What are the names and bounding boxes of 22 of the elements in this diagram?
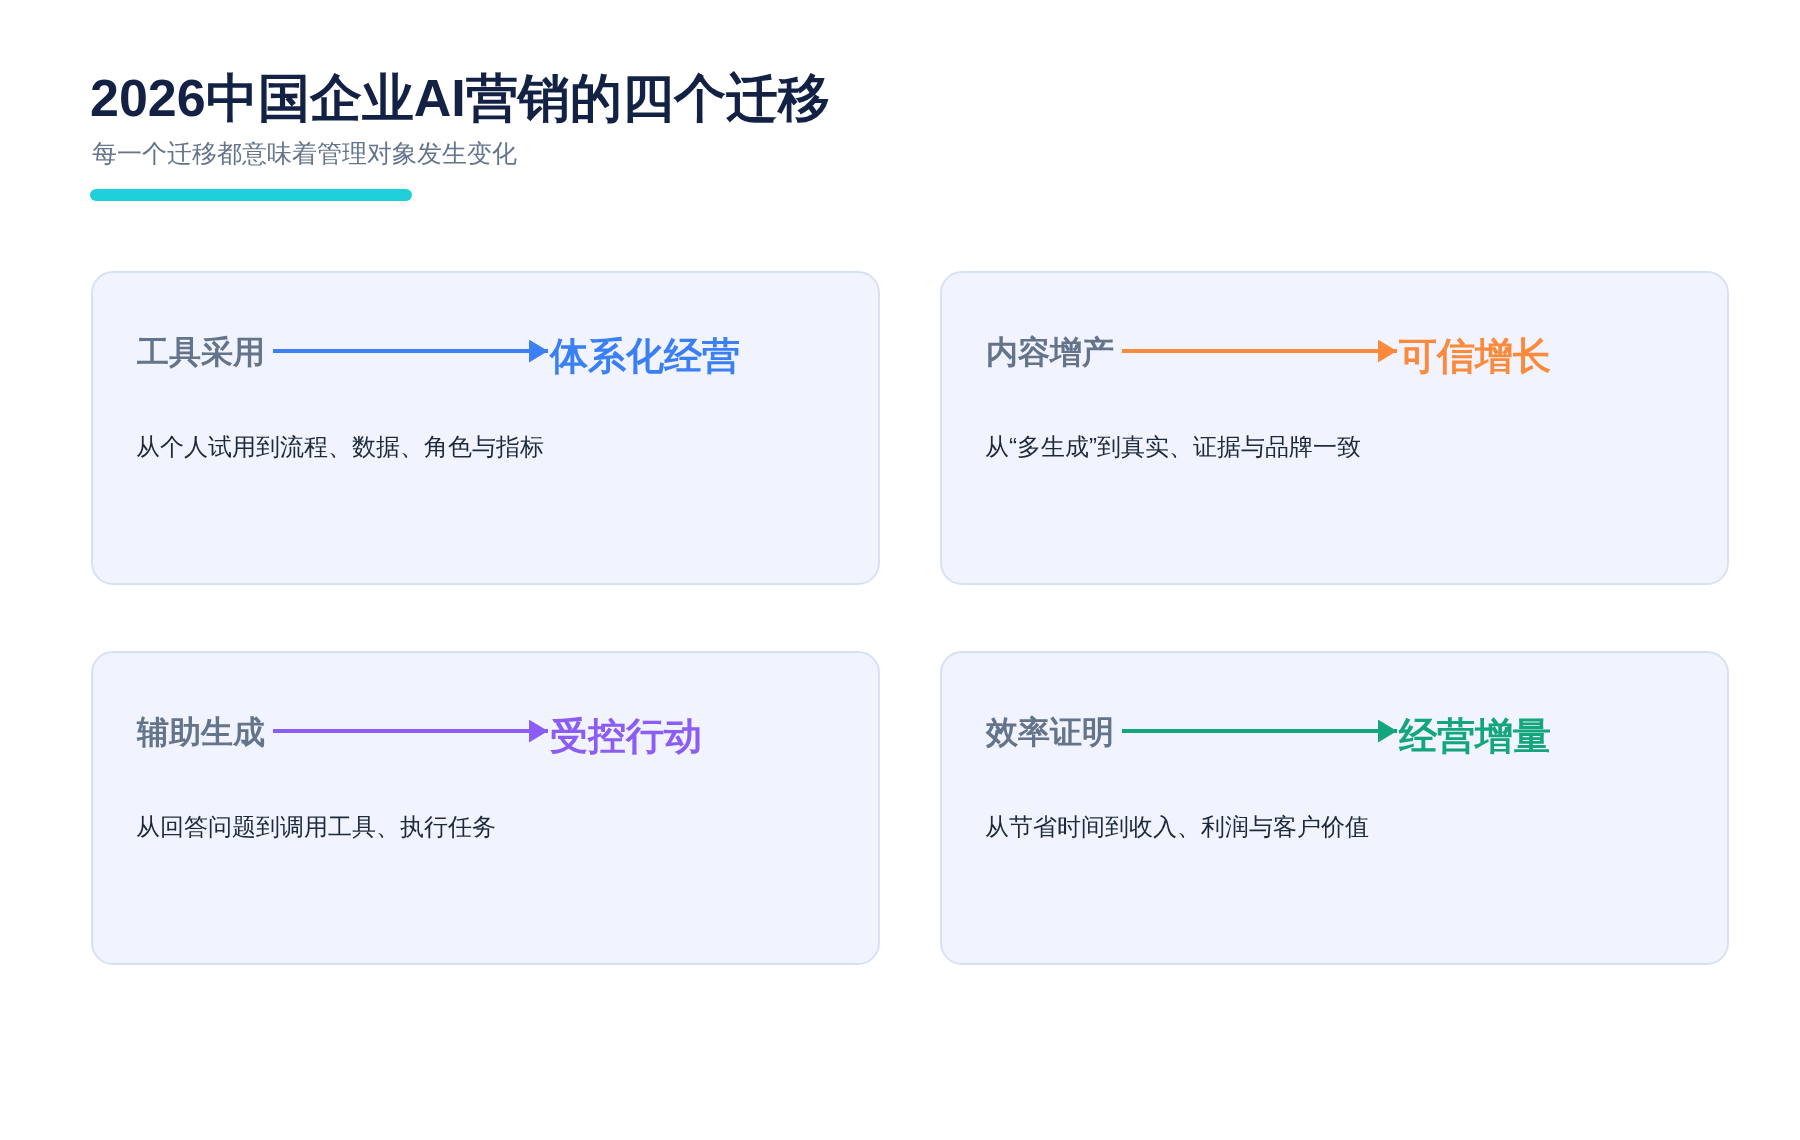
description-text: 从回答问题到调用工具、执行任务 [136, 812, 496, 842]
source-label: 辅助生成 [137, 712, 265, 752]
arrow [1122, 719, 1397, 743]
source-label: 效率证明 [986, 712, 1114, 752]
description-text: 从个人试用到流程、数据、角色与指标 [136, 432, 544, 462]
card [940, 651, 1729, 965]
arrow [273, 719, 548, 743]
title: 2026中国企业AI营销的四个迁移 [90, 68, 830, 129]
card [940, 271, 1729, 585]
target-label: 经营增量 [1399, 713, 1551, 759]
card [91, 651, 880, 965]
source-label: 工具采用 [137, 332, 265, 372]
arrow [273, 339, 548, 363]
target-label: 可信增长 [1399, 333, 1551, 379]
target-label: 体系化经营 [550, 333, 740, 379]
arrow [1122, 339, 1397, 363]
card [91, 271, 880, 585]
source-label: 内容增产 [986, 332, 1114, 372]
description-text: 从节省时间到收入、利润与客户价值 [985, 812, 1369, 842]
target-label: 受控行动 [550, 713, 702, 759]
subtitle: 每一个迁移都意味着管理对象发生变化 [92, 138, 517, 169]
description-text: 从“多生成”到真实、证据与品牌一致 [985, 432, 1361, 462]
